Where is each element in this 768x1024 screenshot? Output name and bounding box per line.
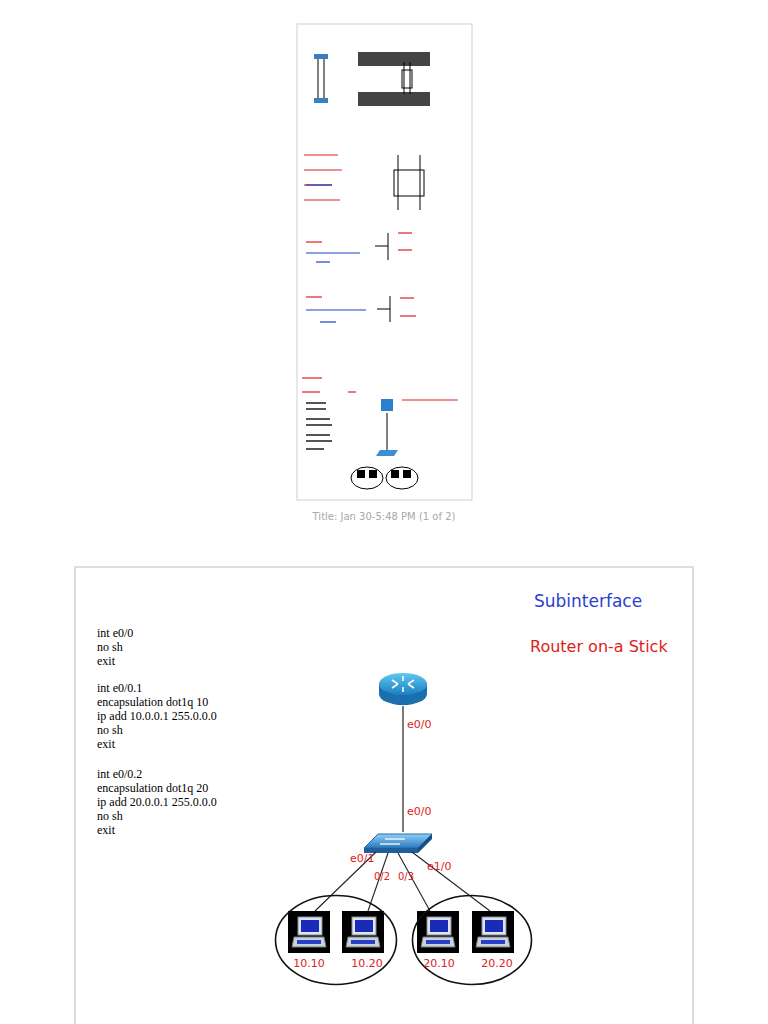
vlan-group: 10.10 10.20 xyxy=(274,894,398,986)
port-label: 0/3 xyxy=(398,871,414,882)
config-line: exit xyxy=(97,824,115,837)
vlan-group: 20.10 20.20 xyxy=(411,894,533,986)
pc-icon xyxy=(472,911,514,953)
group-ellipse xyxy=(274,894,398,986)
config-line: exit xyxy=(97,738,115,751)
host-address: 10.20 xyxy=(351,958,383,970)
config-line: encapsulation dot1q 20 xyxy=(97,782,208,795)
pc-icon xyxy=(417,911,459,953)
config-line: no sh xyxy=(97,641,123,654)
port-label: e0/0 xyxy=(407,719,431,731)
config-line: ip add 20.0.0.1 255.0.0.0 xyxy=(97,796,217,809)
config-line: no sh xyxy=(97,724,123,737)
config-line: int e0/0 xyxy=(97,627,133,640)
port-label: e0/1 xyxy=(350,853,374,865)
config-line: exit xyxy=(97,655,115,668)
heading: Subinterface xyxy=(534,592,642,611)
config-line: ip add 10.0.0.1 255.0.0.0 xyxy=(97,710,217,723)
trunk-link xyxy=(402,706,403,832)
pc-icon xyxy=(342,911,384,953)
router-icon xyxy=(379,673,427,705)
config-line: encapsulation dot1q 10 xyxy=(97,696,208,709)
host-address: 20.10 xyxy=(423,958,455,970)
host-address: 20.20 xyxy=(481,958,513,970)
port-label: e0/0 xyxy=(407,806,431,818)
config-line: int e0/0.2 xyxy=(97,768,142,781)
config-line: int e0/0.1 xyxy=(97,682,142,695)
port-label: e1/0 xyxy=(427,861,451,873)
port-label: 0/2 xyxy=(374,871,390,882)
slide-frame xyxy=(75,567,693,1024)
thumbnail xyxy=(297,24,472,500)
heading: Router on-a Stick xyxy=(530,638,668,656)
switch-icon xyxy=(364,834,432,853)
host-address: 10.10 xyxy=(293,958,325,970)
config-line: no sh xyxy=(97,810,123,823)
access-links xyxy=(315,852,490,911)
caption: Title: Jan 30-5:48 PM (1 of 2) xyxy=(300,511,468,522)
pc-icon xyxy=(288,911,330,953)
group-ellipse xyxy=(411,894,533,986)
